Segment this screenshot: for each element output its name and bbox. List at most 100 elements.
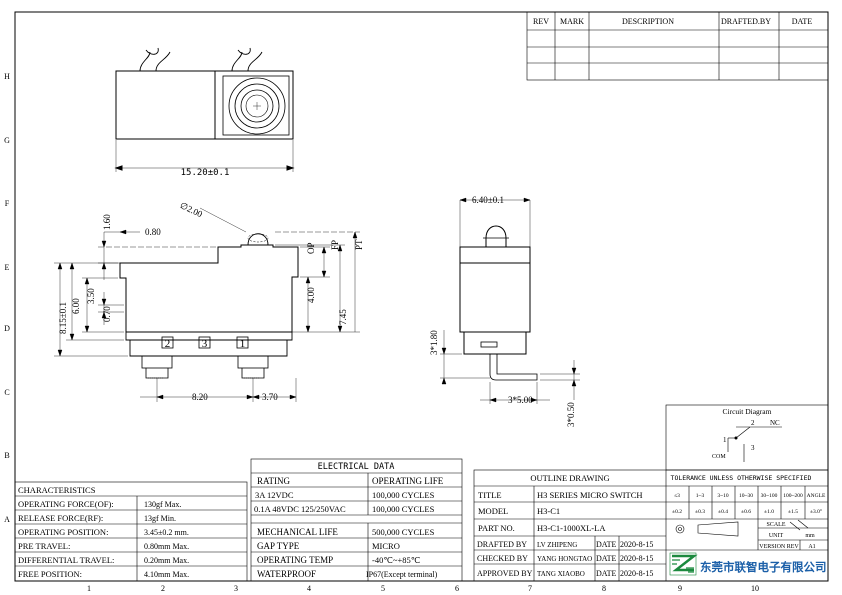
- tol-5: ±1.0: [764, 509, 774, 515]
- version-value: A1: [808, 544, 815, 550]
- col-5: 5: [381, 584, 385, 593]
- range-6: 100~200: [783, 493, 803, 499]
- dim-745: 7.45: [338, 309, 348, 325]
- dim-400: 4.00: [306, 287, 316, 303]
- spec-value-mech: 500,000 CYCLES: [372, 527, 435, 537]
- col-7: 7: [528, 584, 532, 593]
- spec-label-mech: MECHANICAL LIFE: [257, 527, 338, 537]
- row-b: B: [4, 451, 9, 460]
- front-dimensions: [54, 207, 360, 402]
- col-3: 3: [234, 584, 238, 593]
- drafted-value: LV ZHIPENG: [537, 541, 577, 549]
- part-value: H3-C1-1000XL-LA: [537, 523, 606, 533]
- row-c: C: [4, 388, 9, 397]
- rating-header: RATING: [257, 476, 290, 486]
- char-value-op: 3.45±0.2 mm.: [144, 528, 189, 537]
- dim-actuator-dia: ∅2.00: [178, 200, 204, 219]
- char-label-op: OPERATING POSITION:: [18, 527, 108, 537]
- dim-pt: PT: [354, 239, 364, 250]
- mark-header: MARK: [560, 17, 584, 26]
- unit-value: mm: [805, 533, 815, 539]
- projection-symbol: [675, 521, 739, 537]
- drafted-date: 2020-8-15: [620, 540, 653, 549]
- range-2: 1~3: [696, 493, 705, 499]
- dim-op: OP: [306, 242, 316, 254]
- dim-070: 0.70: [102, 306, 112, 322]
- dim-640: 6.40±0.1: [472, 195, 504, 205]
- dim-370: 3.70: [262, 392, 278, 402]
- dim-815: 8.15±0.1: [58, 302, 68, 334]
- life-2: 100,000 CYCLES: [372, 504, 435, 514]
- char-label-dt: DIFFERENTIAL TRAVEL:: [18, 555, 114, 565]
- tol-7: ±3.0°: [810, 508, 822, 515]
- range-3: 3~10: [717, 493, 728, 499]
- rating-2: 0.1A 48VDC 125/250VAC: [254, 504, 346, 514]
- dim-600: 6.00: [71, 298, 81, 314]
- circuit-no-num: 3: [751, 444, 755, 452]
- company-logo: [669, 552, 698, 576]
- dim-width: 15.20±0.1: [181, 168, 230, 178]
- outline-drawing: OUTLINE DRAWING: [530, 473, 609, 483]
- char-value-fp: 4.10mm Max.: [144, 570, 189, 579]
- rev-header: REV: [533, 17, 549, 26]
- spec-label-temp: OPERATING TEMP: [257, 555, 333, 565]
- part-label: PART NO.: [478, 523, 515, 533]
- terminal-label-3: 3: [202, 338, 208, 350]
- model-label: MODEL: [478, 506, 508, 516]
- row-g: G: [4, 136, 10, 145]
- drafted-by-header: DRAFTED.BY: [721, 17, 771, 26]
- row-e: E: [5, 263, 10, 272]
- rating-1: 3A 12VDC: [255, 490, 294, 500]
- char-label-rf: RELEASE FORCE(RF):: [18, 513, 103, 523]
- dim-080: 0.80: [145, 227, 161, 237]
- row-d: D: [4, 324, 10, 333]
- approved-value: TANG XIAOBO: [537, 570, 585, 578]
- spec-value-wp: IP67(Except terminal): [366, 570, 438, 579]
- characteristics-title: CHARACTERISTICS: [18, 485, 96, 495]
- title-value: H3 SERIES MICRO SWITCH: [537, 490, 643, 500]
- dim-350: 3.50: [86, 288, 96, 304]
- dim-fp: FP: [330, 240, 340, 250]
- column-labels: 1 2 3 4 5 6 7 8 9 10: [87, 584, 759, 593]
- version-label: VERSION REV: [759, 544, 799, 550]
- tol-1: ±0.2: [672, 509, 682, 515]
- tol-3: ±0.4: [718, 509, 728, 515]
- revision-table: [526, 11, 829, 81]
- electrical-title: ELECTRICAL DATA: [318, 462, 395, 472]
- char-label-fp: FREE POSITION:: [18, 569, 82, 579]
- date-header: DATE: [792, 17, 813, 26]
- spec-label-wp: WATERPROOF: [257, 569, 316, 579]
- char-label-pt: PRE TRAVEL:: [18, 541, 70, 551]
- dim-820: 8.20: [192, 392, 208, 402]
- drafted-label: DRAFTED BY: [477, 540, 527, 549]
- range-5: 30~100: [761, 493, 778, 499]
- checked-label: CHECKED BY: [477, 554, 528, 563]
- tol-4: ±0.6: [741, 509, 751, 515]
- scale-label: SCALE: [766, 522, 785, 528]
- approved-date: 2020-8-15: [620, 569, 653, 578]
- spec-label-gap: GAP TYPE: [257, 541, 300, 551]
- row-f: F: [5, 199, 10, 208]
- side-view: [459, 225, 538, 381]
- checked-date: 2020-8-15: [620, 554, 653, 563]
- approved-label: APPROVED BY: [477, 569, 533, 578]
- circuit-title: Circuit Diagram: [723, 407, 772, 416]
- char-value-rf: 13gf Min.: [144, 514, 176, 523]
- characteristics-table: [14, 481, 248, 582]
- row-labels: H G F E D C B A: [4, 72, 10, 524]
- unit-label: UNIT: [769, 533, 784, 539]
- terminal-label-1: 1: [240, 338, 246, 350]
- range-7: ANGLE: [807, 493, 826, 499]
- col-10: 10: [751, 584, 759, 593]
- dim-3x180: 3*1.80: [429, 330, 439, 355]
- tol-2: ±0.3: [695, 509, 705, 515]
- model-value: H3-C1: [537, 506, 560, 516]
- side-dimensions: [440, 197, 580, 404]
- description-header: DESCRIPTION: [622, 17, 674, 26]
- col-9: 9: [678, 584, 682, 593]
- dim-160: 1.60: [102, 214, 112, 230]
- circuit-com: COM: [712, 454, 726, 460]
- tolerance-title: TOLERANCE UNLESS OTHERWISE SPECIFIED: [671, 474, 812, 482]
- row-a: A: [4, 515, 10, 524]
- char-value-pt: 0.80mm Max.: [144, 542, 189, 551]
